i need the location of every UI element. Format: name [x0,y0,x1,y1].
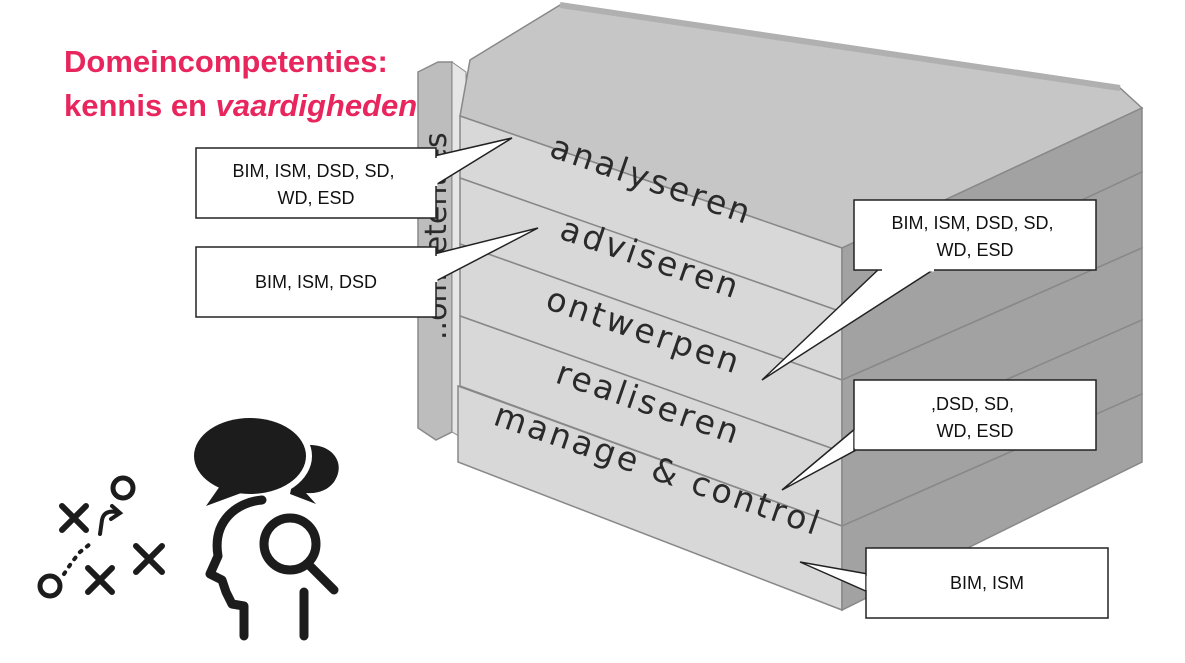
callout-ontwerpen: BIM, ISM, DSD, SD, WD, ESD [761,199,1097,381]
callout-realiseren-line-1: ,DSD, SD, [931,394,1014,414]
title-line-2: kennis en vaardigheden [64,84,417,128]
callout-manage-control-line-1: BIM, ISM [950,573,1024,593]
slide-title: Domeincompetenties: kennis en vaardighed… [64,40,417,128]
callout-realiseren-line-2: WD, ESD [936,421,1013,441]
callout-realiseren: ,DSD, SD, WD, ESD [781,379,1097,491]
title-line-2-italic: vaardigheden [215,88,418,123]
callout-adviseren-line-1: BIM, ISM, DSD [255,272,377,292]
speech-bubbles-icon [188,412,339,506]
callout-manage-control: BIM, ISM [799,547,1109,619]
title-line-2-plain: kennis en [64,88,216,123]
strategy-play-icon [37,475,165,599]
svg-text:BIM, ISM, DSD: BIM, ISM, DSD [255,272,377,292]
svg-text:BIM, ISM, DSD, SD, WD,: BIM, ISM, DSD, SD, WD, ESD [891,213,1058,260]
callout-analyseren-line-1: BIM, ISM, DSD, SD, [232,161,394,181]
callout-analyseren: BIM, ISM, DSD, SD, WD, ESD [195,137,513,219]
svg-text:,DSD, SD, WD, ESD: ,DSD, SD, WD, ESD [931,394,1019,441]
callout-adviseren: BIM, ISM, DSD [195,227,539,318]
callout-ontwerpen-line-2: WD, ESD [936,240,1013,260]
callout-ontwerpen-line-1: BIM, ISM, DSD, SD, [891,213,1053,233]
title-line-1: Domeincompetenties: [64,44,388,79]
callout-analyseren-line-2: WD, ESD [277,188,354,208]
svg-text:BIM, ISM, DSD, SD, WD,: BIM, ISM, DSD, SD, WD, ESD [232,161,399,208]
head-magnifier-icon [205,495,339,641]
svg-text:BIM, ISM: BIM, ISM [950,573,1024,593]
